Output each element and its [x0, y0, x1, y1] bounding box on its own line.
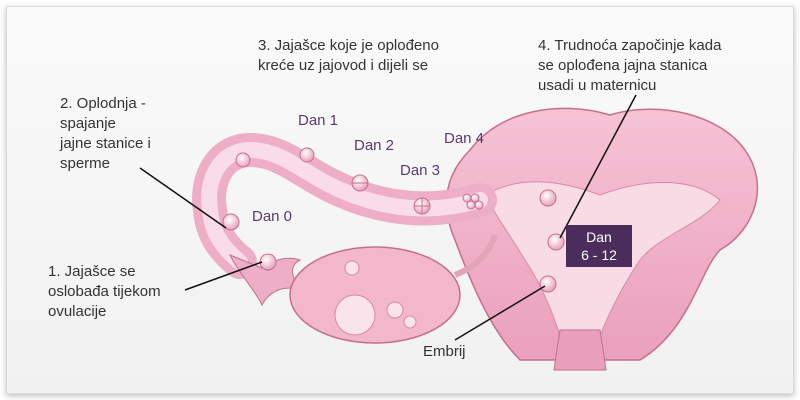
- egg-day4-morula: [462, 193, 484, 210]
- leader-embryo: [454, 285, 546, 341]
- egg-day1b: [299, 147, 315, 163]
- follicle-small: [386, 301, 404, 319]
- ovary: [289, 246, 461, 344]
- label-step1: 1. Jajašce se oslobađa tijekom ovulacije: [48, 263, 161, 320]
- egg-day3: [413, 197, 431, 215]
- label-embryo: Embrij: [423, 343, 466, 360]
- day-6-12-box: Dan 6 - 12: [566, 225, 632, 267]
- blastocyst-uterus: [539, 189, 557, 207]
- day-4: Dan 4: [444, 130, 485, 147]
- cervix: [553, 329, 607, 371]
- leader-step1: [184, 261, 263, 291]
- egg-fertilization: [222, 213, 240, 231]
- day-3: Dan 3: [400, 162, 441, 179]
- day-2: Dan 2: [354, 137, 395, 154]
- embryo: [539, 275, 557, 293]
- egg-day0-ovulation: [259, 253, 277, 271]
- label-step4: 4. Trudnoća započinje kada se oplođena j…: [538, 37, 722, 94]
- follicle: [334, 294, 376, 336]
- leader-step2: [139, 167, 227, 229]
- egg-day1: [235, 152, 251, 168]
- follicle-small: [403, 315, 417, 329]
- leader-step4: [559, 94, 637, 239]
- label-step3: 3. Jajašce koje je oplođeno kreće uz jaj…: [258, 37, 439, 74]
- ovarian-ligament: [453, 233, 498, 278]
- corpus: [344, 260, 360, 276]
- day-1: Dan 1: [298, 112, 339, 129]
- label-step2: 2. Oplodnja - spajanje jajne stanice i s…: [60, 95, 151, 172]
- tube-lumen: [201, 141, 488, 270]
- day-0: Dan 0: [252, 208, 293, 225]
- egg-day2: [351, 174, 369, 192]
